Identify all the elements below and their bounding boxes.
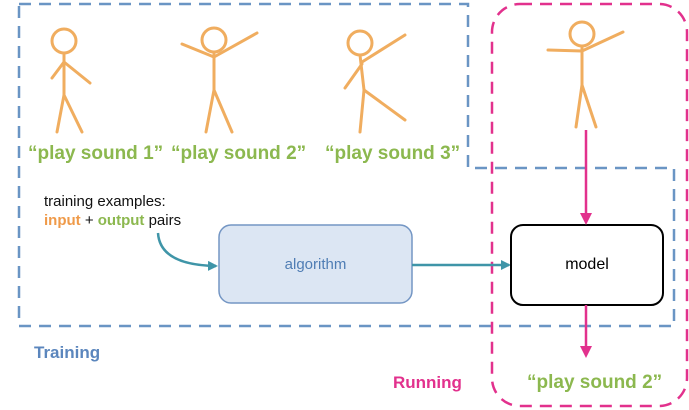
training-region-border: [17, 2, 676, 328]
running-region-label: Running: [393, 373, 462, 392]
training-examples-pairs: input + output pairs: [44, 211, 181, 230]
training-examples-note: training examples: input + output pairs: [44, 192, 181, 230]
pairs-word: pairs: [144, 212, 182, 229]
output-label-1: “play sound 1”: [28, 143, 164, 164]
training-examples-heading: training examples:: [44, 193, 166, 210]
running-output-label: “play sound 2”: [527, 372, 663, 393]
stick-figure-4: [546, 20, 625, 129]
stick-figure-2: [180, 26, 259, 134]
model-label: model: [565, 256, 609, 273]
stick-figure-3: [343, 29, 407, 134]
training-examples-arrow: [156, 232, 218, 271]
stick-figure-1: [50, 27, 92, 134]
plus-sign: +: [80, 212, 98, 229]
running-region-border: [490, 2, 689, 408]
input-word: input: [44, 212, 81, 229]
output-word: output: [97, 212, 145, 229]
output-label-3: “play sound 3”: [325, 143, 461, 164]
algorithm-label: algorithm: [284, 255, 347, 273]
output-label-2: “play sound 2”: [171, 143, 307, 164]
training-region-label: Training: [34, 343, 101, 362]
